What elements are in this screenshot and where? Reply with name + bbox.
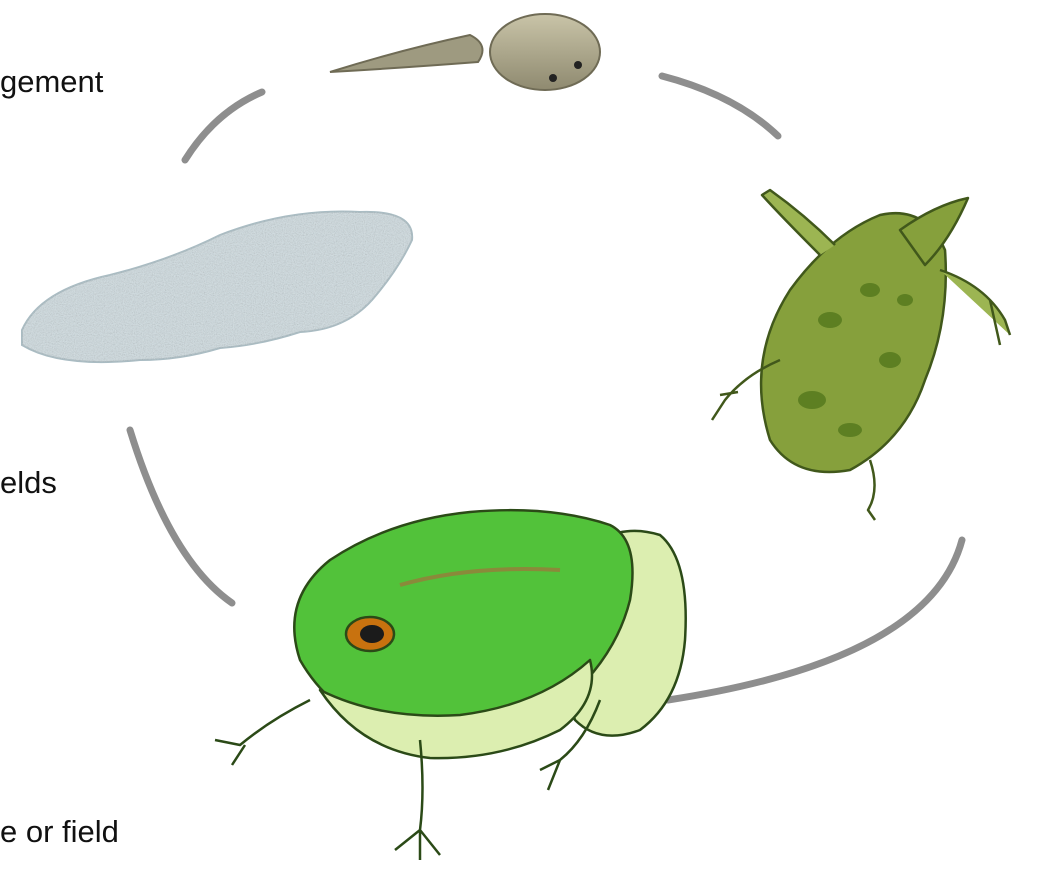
arc-spawn-to-tadpole bbox=[185, 92, 262, 160]
froglet-back-leg-right bbox=[940, 270, 1010, 345]
tadpole-tail bbox=[330, 35, 483, 72]
tadpole-stage bbox=[330, 14, 600, 90]
adult-frog-stage bbox=[215, 510, 686, 860]
froglet-back-leg-top bbox=[762, 190, 835, 255]
arc-tadpole-to-froglet bbox=[662, 76, 778, 136]
adult-frog-hand-left bbox=[215, 700, 310, 765]
tadpole-body bbox=[490, 14, 600, 90]
arc-adult-to-spawn bbox=[130, 430, 232, 603]
tadpole-eye-left bbox=[549, 74, 557, 82]
froglet-front-leg-right bbox=[868, 460, 875, 520]
tadpole-eye-right bbox=[574, 61, 582, 69]
froglet-stage bbox=[712, 190, 1010, 520]
frogspawn-stage bbox=[22, 211, 412, 362]
arc-froglet-to-adult bbox=[668, 540, 962, 700]
